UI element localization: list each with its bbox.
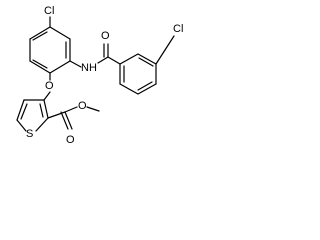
nh-bond <box>69 60 82 68</box>
molecule-structure: Cl NH O Cl O S <box>16 5 183 146</box>
ester-oxygen-label: O <box>78 100 87 112</box>
molecule-canvas: Cl NH O Cl O S <box>0 0 196 150</box>
central-benzene-ring <box>29 26 71 74</box>
ether-bond-lower <box>43 91 51 101</box>
amide-group <box>97 43 121 65</box>
ester-carbonyl-oxygen-label: O <box>66 134 75 146</box>
cl-ring-label: Cl <box>44 5 54 17</box>
ch2-cl-bond <box>164 35 175 51</box>
cl-methyl-label: Cl <box>173 23 183 35</box>
methyl-ester-group <box>47 106 100 130</box>
amide-oxygen-label: O <box>101 30 110 42</box>
thiophene-ring <box>16 99 49 132</box>
sulfur-label: S <box>26 128 33 140</box>
ether-oxygen-label: O <box>45 80 54 92</box>
nh-label: NH <box>81 62 97 74</box>
ch2-bond <box>155 49 166 65</box>
right-benzene-ring <box>119 53 157 95</box>
